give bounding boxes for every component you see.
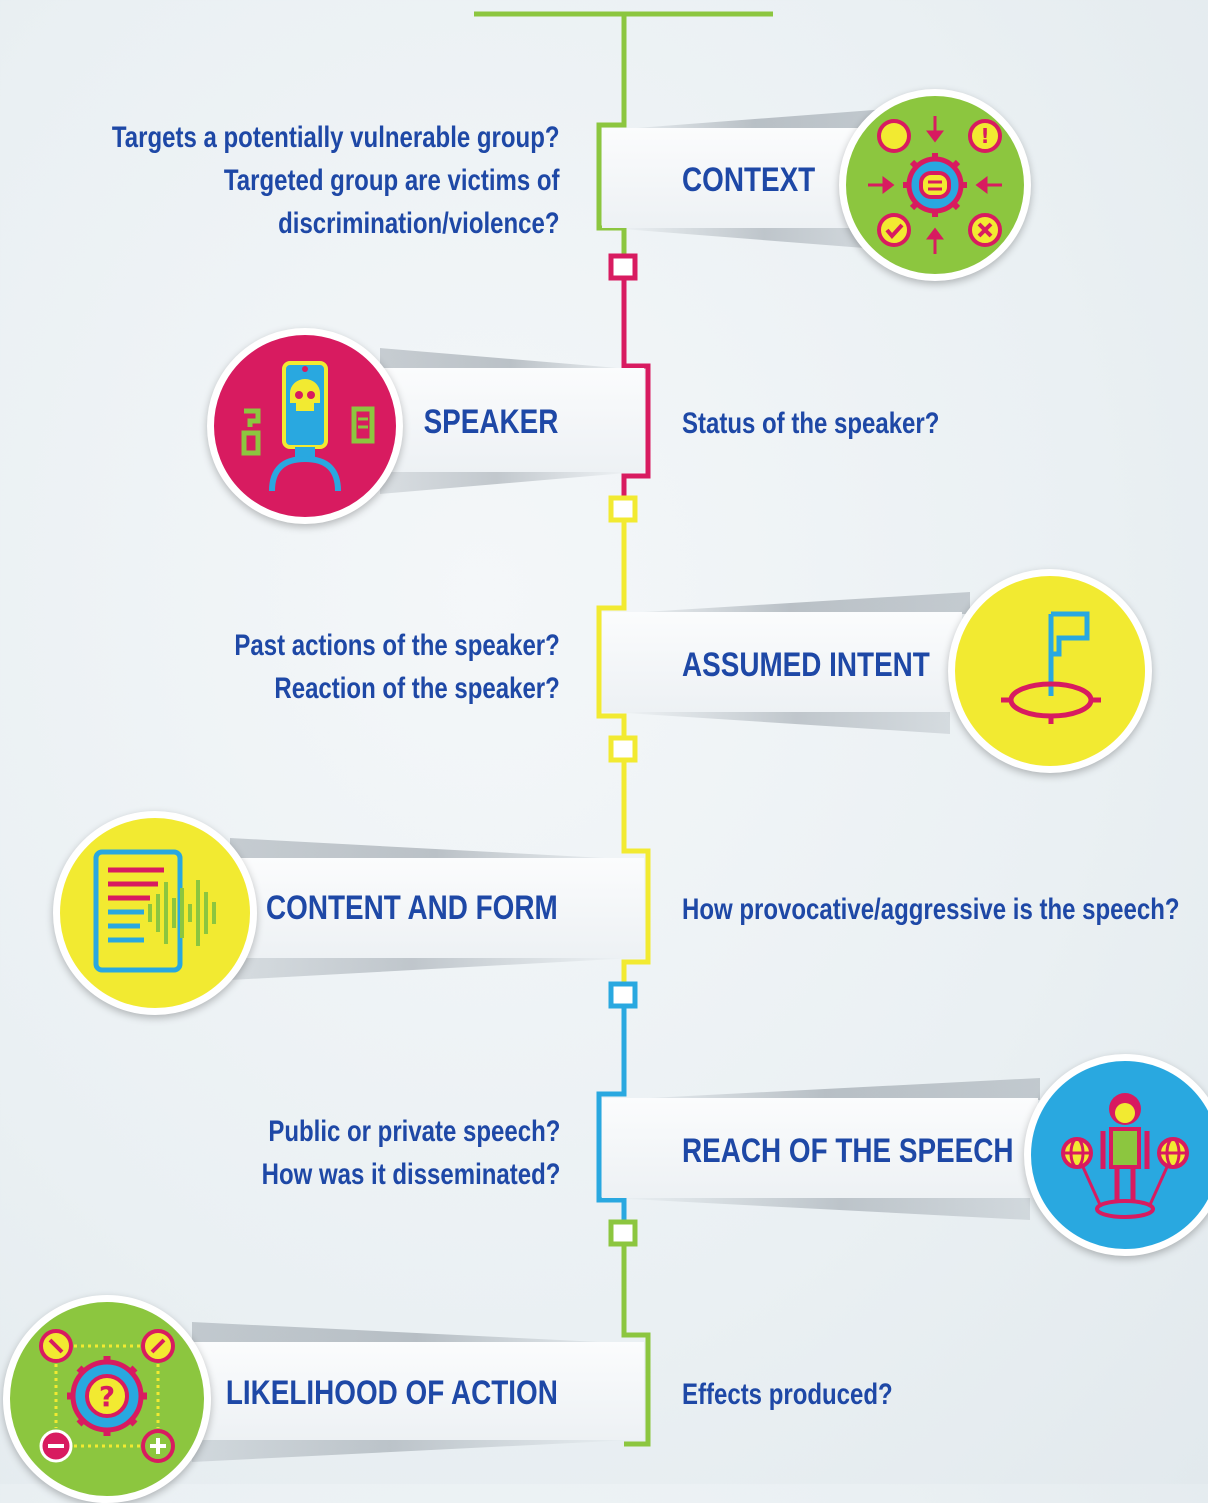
stage-panel <box>380 368 644 472</box>
question-text: Reaction of the speaker? <box>274 672 560 705</box>
stage-panel <box>602 128 862 228</box>
stage-label: SPEAKER <box>423 403 558 441</box>
stage-label: LIKELIHOOD OF ACTION <box>226 1374 558 1412</box>
stage-questions: Status of the speaker? <box>682 402 939 445</box>
person-globes-icon <box>1024 1054 1208 1256</box>
question-text: How provocative/aggressive is the speech… <box>682 893 1180 926</box>
speaker-skull-icon <box>207 328 403 524</box>
question-text: Targeted group are victims of <box>224 164 560 197</box>
connector-node <box>608 495 638 523</box>
question-text: Public or private speech? <box>267 1115 560 1148</box>
stage-panel <box>602 612 962 712</box>
question-text: How was it disseminated? <box>261 1158 560 1191</box>
stage-panel <box>228 858 644 958</box>
stage-panel <box>190 1342 644 1440</box>
context-gear-icon: ! <box>839 89 1031 281</box>
stage-questions: How provocative/aggressive is the speech… <box>682 888 1180 931</box>
stage-questions: Targets a potentially vulnerable group? … <box>112 116 560 245</box>
question-gear-icon: ? <box>3 1295 211 1503</box>
question-text: Targets a potentially vulnerable group? <box>112 121 560 154</box>
connector-node <box>608 253 638 281</box>
svg-text:?: ? <box>99 1380 115 1413</box>
stage-questions: Public or private speech? How was it dis… <box>261 1110 560 1196</box>
stage-label: REACH OF THE SPEECH <box>682 1132 1014 1170</box>
stage-label: CONTENT AND FORM <box>266 889 558 927</box>
stage-questions: Past actions of the speaker? Reaction of… <box>235 624 560 710</box>
stage-label: ASSUMED INTENT <box>682 646 930 684</box>
connector-node <box>608 1219 638 1247</box>
flag-target-icon <box>948 569 1152 773</box>
stage-panel <box>602 1098 1038 1198</box>
svg-text:!: ! <box>980 124 989 148</box>
stage-questions: Effects produced? <box>682 1373 893 1416</box>
question-text: Effects produced? <box>682 1378 893 1411</box>
stage-label: CONTEXT <box>682 161 816 199</box>
document-soundwave-icon <box>53 811 257 1015</box>
question-text: Past actions of the speaker? <box>234 629 560 662</box>
question-text: Status of the speaker? <box>682 407 940 440</box>
question-text: discrimination/violence? <box>278 207 560 240</box>
connector-node <box>608 735 638 763</box>
connector-node <box>608 981 638 1009</box>
